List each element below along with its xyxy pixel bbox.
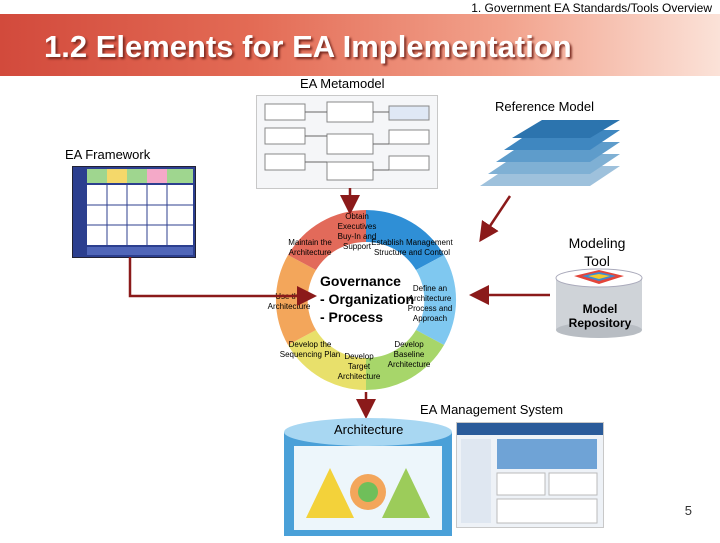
ea-management-screenshot [456, 422, 604, 528]
reference-model-graphic [470, 116, 630, 196]
metamodel-diagram [256, 95, 438, 189]
cycle-sequencing: Develop the Sequencing Plan [279, 340, 341, 359]
governance-process: - Process [320, 309, 384, 325]
page-title: 1.2 Elements for EA Implementation [44, 29, 572, 64]
cycle-establish: Establish Management Structure and Contr… [371, 238, 453, 257]
cycle-obtain: Obtain Executives Buy-In and Support [337, 212, 377, 251]
ea-process-cycle [266, 200, 466, 400]
reference-model-label: Reference Model [495, 99, 594, 114]
cycle-define: Define an Architecture Process and Appro… [407, 284, 453, 323]
governance-text: Governance - Organization - Process [320, 272, 414, 326]
ea-metamodel-label: EA Metamodel [300, 76, 385, 91]
arrow-reference-to-cycle [479, 195, 512, 243]
model-repository-label: Model Repository [568, 302, 632, 330]
architecture-label: Architecture [334, 422, 404, 437]
arrow-framework-to-cycle [128, 257, 317, 306]
governance-heading: Governance [320, 273, 401, 289]
ea-framework-grid [72, 166, 196, 258]
modeling-tool-label: Modeling Tool [568, 235, 626, 269]
page-number: 5 [684, 503, 692, 518]
cycle-maintain: Maintain the Architecture [288, 238, 332, 257]
title-band [0, 14, 720, 76]
metamodel-graphic [264, 101, 430, 181]
model-repository-cylinder [554, 268, 644, 340]
architecture-cylinder [284, 418, 452, 538]
governance-organization: - Organization [320, 291, 415, 307]
breadcrumb: 1. Government EA Standards/Tools Overvie… [471, 1, 712, 15]
cycle-target: Develop Target Architecture [337, 352, 381, 381]
ea-management-system-label: EA Management System [420, 402, 564, 417]
cycle-baseline: Develop Baseline Architecture [387, 340, 431, 369]
ea-framework-label: EA Framework [65, 147, 151, 162]
